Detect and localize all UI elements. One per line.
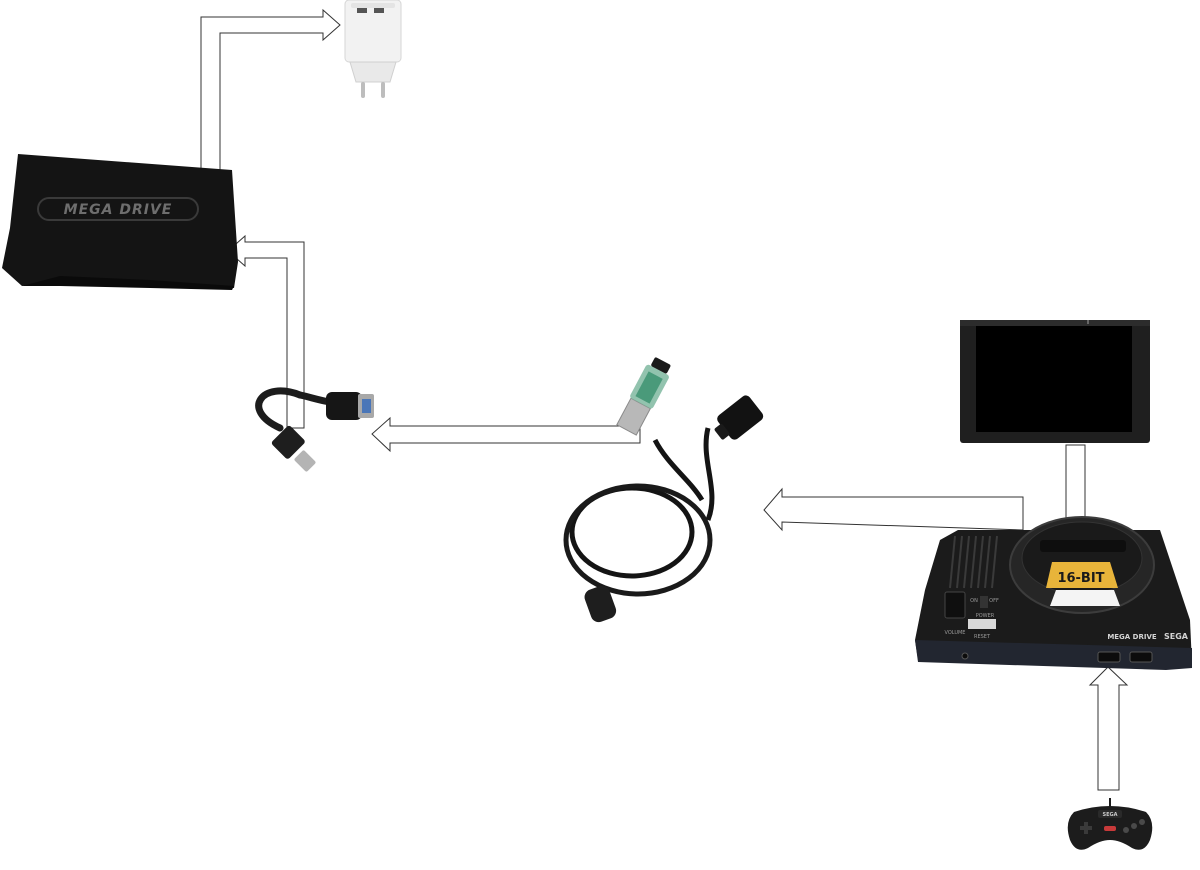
power-label: POWER (976, 613, 995, 619)
usb-otg-adapter (255, 387, 374, 472)
controller-brand: SEGA (1103, 812, 1118, 818)
usb-charger (344, 0, 402, 98)
arrow-cable-to-adapter (371, 416, 641, 453)
arrow-console-to-cable (763, 487, 1024, 532)
mini-mega-drive: MEGA DRIVE (2, 154, 238, 290)
console-brand: SEGA (1164, 632, 1189, 641)
volume-label: VOLUME (945, 630, 966, 636)
mini-console-logo: MEGA DRIVE (64, 202, 173, 218)
controller: SEGA (1067, 798, 1153, 850)
on-label: ON (970, 598, 978, 604)
mega-drive-console: 16-BIT VOLUME ON OFF POWER RESET MEGA DR… (915, 516, 1192, 670)
reset-label: RESET (974, 634, 991, 640)
console-badge: 16-BIT (1057, 571, 1104, 586)
arrow-controller-to-console (1088, 666, 1129, 791)
arrow-console-to-charger (200, 8, 341, 177)
game-cartridge (960, 320, 1150, 443)
arrow-adapter-to-console (227, 234, 305, 429)
console-logo: MEGA DRIVE (1107, 633, 1157, 641)
link-cable (563, 357, 764, 623)
off-label: OFF (989, 598, 999, 604)
